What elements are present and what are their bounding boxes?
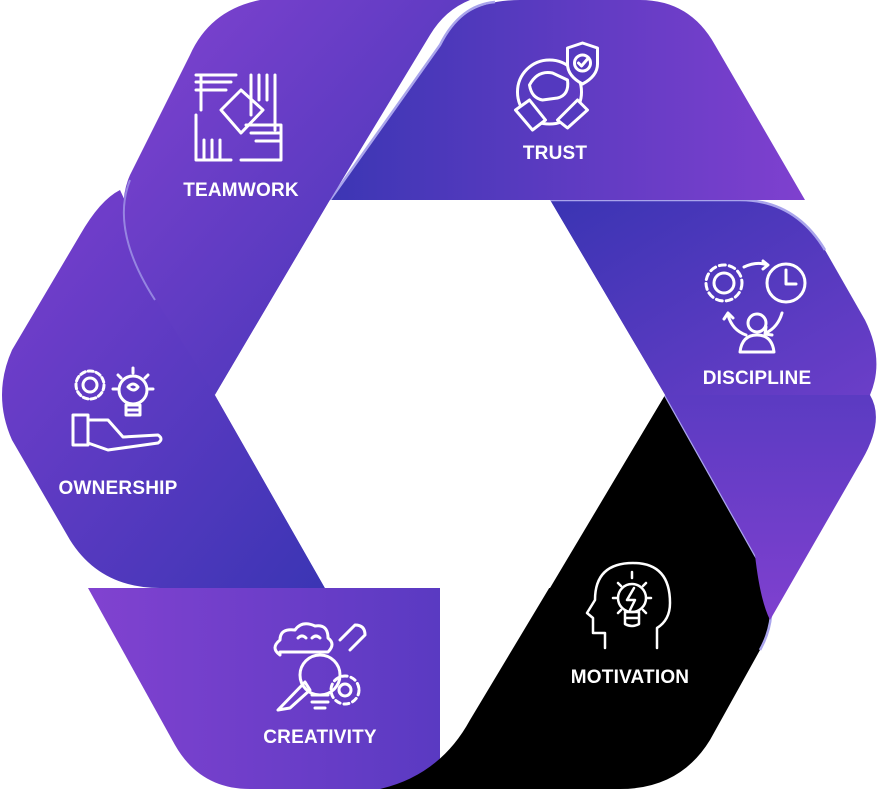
motivation-icon	[585, 558, 675, 653]
segment-discipline-outer	[665, 395, 876, 620]
teamwork-edge-highlight	[122, 179, 156, 301]
segment-ownership[interactable]	[2, 190, 325, 588]
trust-edge-highlight	[328, 0, 496, 201]
discipline-edge-highlight	[550, 198, 827, 251]
creativity-icon	[270, 620, 370, 720]
motivation-label: MOTIVATION	[570, 667, 690, 688]
teamwork-icon	[191, 70, 291, 170]
segment-teamwork[interactable]	[123, 0, 471, 395]
segment-trust[interactable]	[330, 0, 805, 200]
segment-motivation[interactable]	[380, 395, 772, 789]
discipline-label: DISCIPLINE	[702, 368, 812, 389]
trust-icon	[508, 40, 603, 135]
creativity-label: CREATIVITY	[263, 727, 377, 748]
ownership-label: OWNERSHIP	[58, 478, 178, 499]
discipline-icon	[702, 255, 812, 355]
trust-label: TRUST	[522, 143, 588, 164]
ownership-icon	[68, 365, 168, 455]
segment-creativity[interactable]	[88, 588, 440, 789]
teamwork-label: TEAMWORK	[183, 180, 299, 201]
center-hexagon	[215, 200, 665, 588]
